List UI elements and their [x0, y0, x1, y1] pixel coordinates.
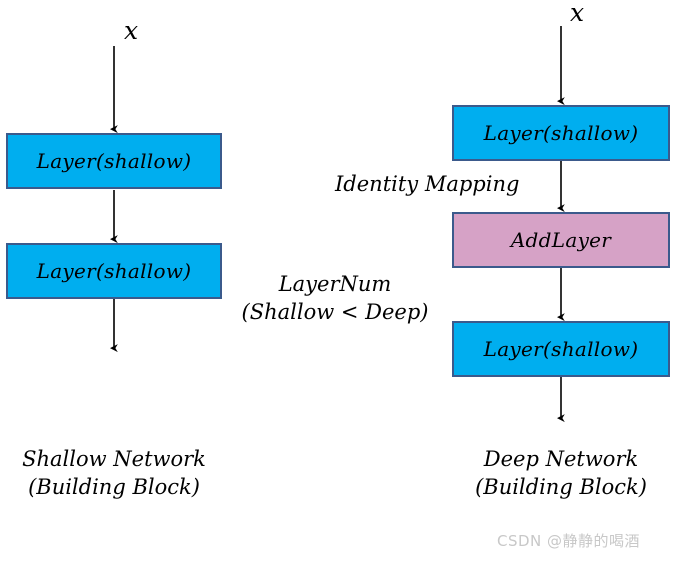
right-input-variable-label: x — [570, 0, 585, 27]
left-input-variable-label: x — [124, 16, 139, 45]
right-node-layer-2-label: Layer(shallow) — [483, 337, 639, 361]
right-node-add-layer[interactable]: AddLayer — [452, 212, 670, 268]
right-column-caption: Deep Network (Building Block) — [447, 445, 675, 502]
identity-mapping-label: Identity Mapping — [335, 172, 520, 196]
right-caption-line-2: (Building Block) — [475, 475, 647, 500]
left-node-layer-2-label: Layer(shallow) — [36, 259, 192, 283]
left-node-layer-1-label: Layer(shallow) — [36, 149, 192, 173]
left-node-layer-1[interactable]: Layer(shallow) — [6, 133, 222, 189]
right-node-layer-1[interactable]: Layer(shallow) — [452, 105, 670, 161]
left-caption-line-1: Shallow Network — [22, 447, 206, 471]
layer-num-line-1: LayerNum — [278, 272, 392, 296]
layer-num-annotation: LayerNum (Shallow < Deep) — [225, 270, 445, 327]
right-caption-line-1: Deep Network — [483, 447, 639, 471]
left-column-caption: Shallow Network (Building Block) — [0, 445, 228, 502]
left-node-layer-2[interactable]: Layer(shallow) — [6, 243, 222, 299]
csdn-watermark: CSDN @静静的喝酒 — [497, 532, 641, 550]
right-node-layer-2[interactable]: Layer(shallow) — [452, 321, 670, 377]
left-caption-line-2: (Building Block) — [28, 475, 200, 500]
right-node-layer-1-label: Layer(shallow) — [483, 121, 639, 145]
right-node-add-layer-label: AddLayer — [510, 228, 612, 252]
layer-num-line-2: (Shallow < Deep) — [241, 300, 429, 325]
